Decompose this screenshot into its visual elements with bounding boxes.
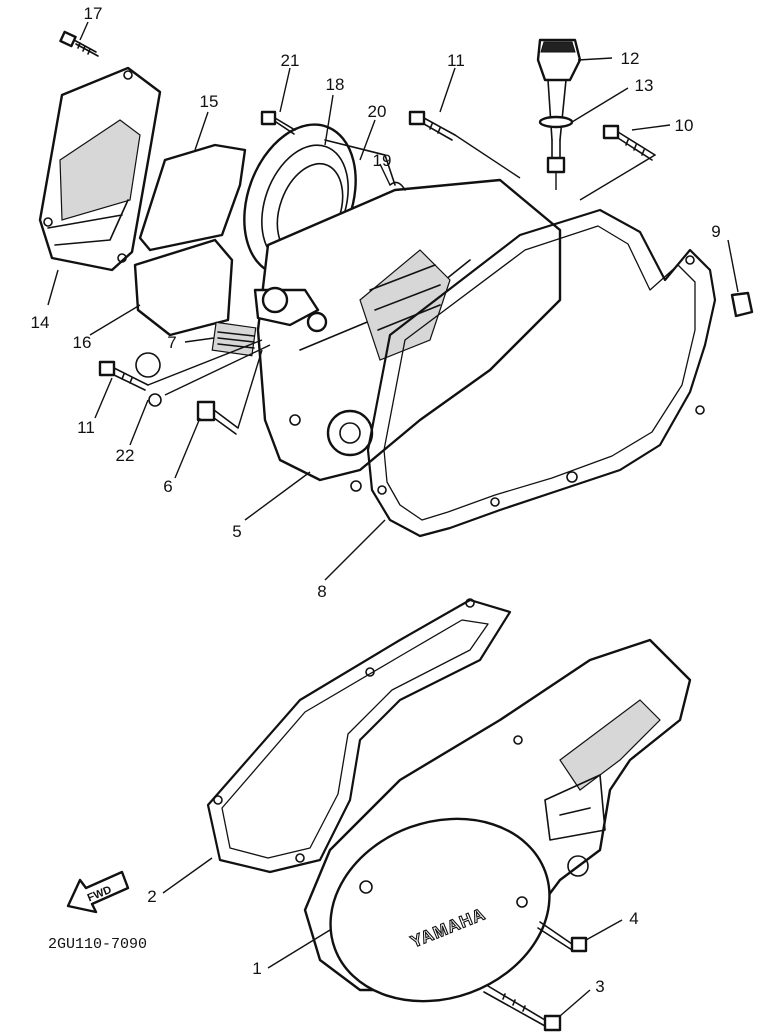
- bolt-part-11-lower: [98, 360, 149, 391]
- bolt-part-3: [483, 985, 562, 1032]
- callout-5: 5: [232, 522, 241, 541]
- bolt-part-10: [602, 124, 656, 161]
- callout-numbers: 17 15 21 18 20 11 12 13 10 19 9 14 16 7 …: [31, 4, 721, 996]
- drawing-code: 2GU110-7090: [48, 936, 147, 953]
- callout-leaders: [47, 21, 739, 1017]
- callout-17: 17: [84, 4, 103, 23]
- callout-11-lower: 11: [77, 418, 95, 437]
- callout-21: 21: [281, 51, 300, 70]
- callout-18: 18: [326, 75, 345, 94]
- callout-11-top: 11: [447, 51, 465, 70]
- callout-4: 4: [629, 909, 638, 928]
- callout-15: 15: [200, 92, 219, 111]
- dowel-part-9: [730, 291, 754, 318]
- crankcase-cover-part-1: YAMAHA: [303, 638, 692, 1003]
- callout-6: 6: [163, 477, 172, 496]
- fwd-arrow-icon: FWD: [66, 870, 130, 914]
- clip-part-22: [135, 352, 162, 407]
- gasket-part-8: [366, 208, 717, 538]
- callout-8: 8: [317, 582, 326, 601]
- callout-7: 7: [167, 333, 176, 352]
- gasket-part-2: [206, 598, 512, 874]
- oring-part-13: [538, 115, 574, 174]
- drain-bolt-part-6: [196, 400, 239, 435]
- screw-part-4: [537, 921, 588, 953]
- callout-22: 22: [116, 446, 135, 465]
- clip-part-19: [389, 181, 406, 191]
- callout-12: 12: [621, 49, 640, 68]
- callout-16: 16: [73, 333, 92, 352]
- screw-part-21: [260, 110, 296, 135]
- callout-2: 2: [147, 887, 156, 906]
- callout-10: 10: [675, 116, 694, 135]
- callout-20: 20: [368, 102, 387, 121]
- callout-13: 13: [635, 76, 654, 95]
- crankcase-cover-part-5: [253, 178, 562, 492]
- callout-3: 3: [595, 977, 604, 996]
- callout-9: 9: [711, 222, 720, 241]
- bolt-part-17: [59, 30, 99, 57]
- callout-14: 14: [31, 313, 50, 332]
- assembly-leader-lines: [147, 134, 656, 429]
- gasket-part-16: [133, 238, 234, 337]
- filler-cap-part-12: [536, 38, 582, 141]
- callout-19: 19: [373, 151, 392, 170]
- plate-part-15: [138, 143, 247, 252]
- side-cover-part-14: [38, 66, 162, 272]
- bolt-part-11-top: [408, 110, 456, 141]
- callout-1: 1: [252, 959, 261, 978]
